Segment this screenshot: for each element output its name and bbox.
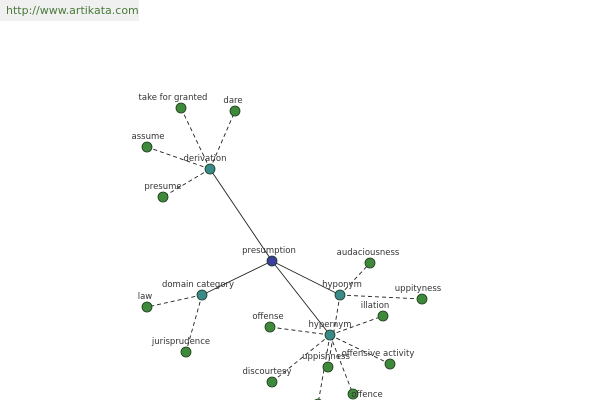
node-law[interactable] xyxy=(141,301,153,313)
edges-layer xyxy=(146,107,423,400)
edge-derivation-to-dare xyxy=(209,110,236,170)
label-domain-category[interactable]: domain category xyxy=(162,280,234,290)
edge-hypernym-to-offense xyxy=(269,326,331,336)
edge-hyponym-to-audaciousness xyxy=(339,262,371,296)
node-audaciousness[interactable] xyxy=(364,257,376,269)
node-hypernym[interactable] xyxy=(324,329,336,341)
label-presume[interactable]: presume xyxy=(144,182,181,192)
url-banner: http://www.artikata.com xyxy=(0,0,139,21)
label-discourtesy[interactable]: discourtesy xyxy=(243,367,292,377)
node-discourtesy[interactable] xyxy=(266,376,278,388)
label-presumption[interactable]: presumption xyxy=(242,246,296,256)
node-assume[interactable] xyxy=(141,141,153,153)
label-hyponym[interactable]: hyponym xyxy=(322,280,362,290)
edge-presumption-to-hyponym xyxy=(271,260,341,296)
label-law[interactable]: law xyxy=(138,292,153,302)
label-offence[interactable]: offence xyxy=(351,390,383,400)
edge-derivation-to-take-for-granted xyxy=(180,107,211,170)
label-offense[interactable]: offense xyxy=(252,312,283,322)
node-domain-category[interactable] xyxy=(196,289,208,301)
labels-layer: presumption derivation domain category hypo… xyxy=(132,93,442,400)
edge-presumption-to-hypernym xyxy=(271,260,331,336)
edge-derivation-to-presume xyxy=(162,168,211,198)
node-illation[interactable] xyxy=(377,310,389,322)
edge-presumption-to-domain-category xyxy=(201,260,273,296)
edge-hypernym-to-discourtesy xyxy=(271,334,331,383)
edge-presumption-to-derivation xyxy=(209,168,273,262)
node-jurisprudence[interactable] xyxy=(180,346,192,358)
label-jurisprudence[interactable]: jurisprudence xyxy=(151,337,210,347)
label-illation[interactable]: illation xyxy=(361,301,390,311)
label-offensive-activity[interactable]: offensive activity xyxy=(342,349,415,359)
node-hyponym[interactable] xyxy=(334,289,346,301)
site-url[interactable]: http://www.artikata.com xyxy=(6,4,139,17)
edge-domain-category-to-law xyxy=(146,294,203,308)
node-uppityness[interactable] xyxy=(416,293,428,305)
label-take-for-granted[interactable]: take for granted xyxy=(139,93,208,103)
label-dare[interactable]: dare xyxy=(223,96,242,106)
node-uppishness[interactable] xyxy=(322,361,334,373)
edge-hyponym-to-uppishness xyxy=(327,294,341,368)
node-offence[interactable] xyxy=(347,388,359,400)
label-derivation[interactable]: derivation xyxy=(183,154,226,164)
node-dare[interactable] xyxy=(229,105,241,117)
label-audaciousness[interactable]: audaciousness xyxy=(337,248,400,258)
edge-hypernym-to-offence xyxy=(329,334,354,395)
label-hypernym[interactable]: hypernym xyxy=(308,320,351,330)
label-uppityness[interactable]: uppityness xyxy=(395,284,442,294)
edge-domain-category-to-jurisprudence xyxy=(185,294,203,353)
label-uppishness[interactable]: uppishness xyxy=(302,352,350,362)
node-offensive-activity[interactable] xyxy=(384,358,396,370)
node-presume[interactable] xyxy=(157,191,169,203)
node-offense[interactable] xyxy=(264,321,276,333)
node-derivation[interactable] xyxy=(204,163,216,175)
nodes-layer xyxy=(141,102,428,400)
edge-hyponym-to-uppityness xyxy=(339,294,423,300)
node-presumption[interactable] xyxy=(266,255,278,267)
node-take-for-granted[interactable] xyxy=(175,102,187,114)
label-assume[interactable]: assume xyxy=(132,132,165,142)
edge-hypernym-to-illation xyxy=(329,315,384,336)
